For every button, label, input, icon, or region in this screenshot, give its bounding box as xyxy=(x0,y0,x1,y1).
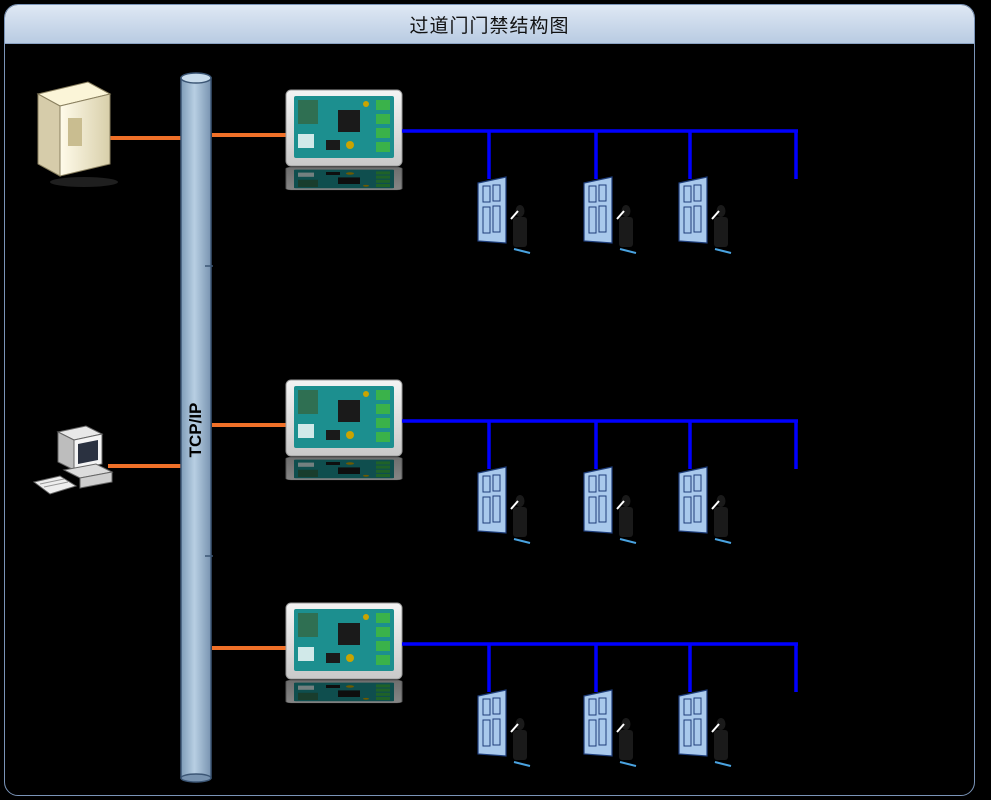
diagram-title: 过道门门禁结构图 xyxy=(409,14,570,37)
door-icon xyxy=(678,176,732,254)
controller-board-icon xyxy=(285,602,403,680)
controller-reflection xyxy=(285,679,403,704)
tcp-ip-bus xyxy=(180,72,213,783)
door-icon xyxy=(583,176,637,254)
controller-reflection xyxy=(285,166,403,191)
door-icon xyxy=(477,176,531,254)
title-bar: 过道门门禁结构图 xyxy=(5,5,974,44)
door-icon xyxy=(678,689,732,767)
controller-group xyxy=(212,89,798,254)
controller-reflection xyxy=(285,456,403,481)
door-icon xyxy=(477,466,531,544)
bus-label: TCP/IP xyxy=(186,402,205,458)
controller-board-icon xyxy=(285,379,403,457)
controller-board-icon xyxy=(285,89,403,167)
door-icon xyxy=(583,466,637,544)
door-icon xyxy=(678,466,732,544)
door-icon xyxy=(477,689,531,767)
door-icon xyxy=(583,689,637,767)
workstation-icon xyxy=(32,425,114,495)
server-icon xyxy=(36,81,118,187)
controller-group xyxy=(212,602,798,767)
controller-group xyxy=(212,379,798,544)
